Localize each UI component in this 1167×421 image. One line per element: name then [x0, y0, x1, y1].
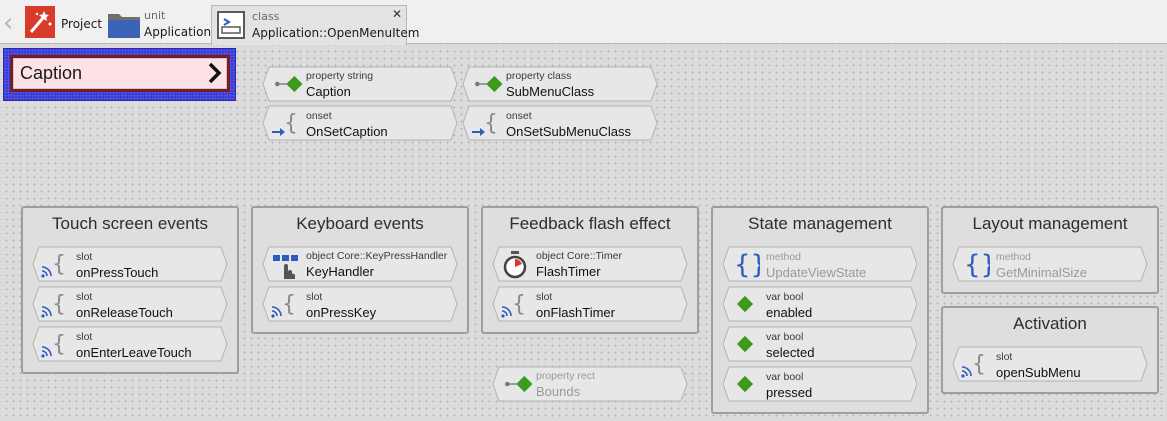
property-icon	[474, 75, 504, 93]
tab-unit[interactable]: unit Application	[106, 4, 212, 44]
slot-onenterleavetouch[interactable]: slot onEnterLeaveTouch	[32, 326, 228, 362]
class-icon	[217, 11, 245, 39]
folder-icon	[108, 14, 140, 38]
property-icon	[274, 75, 304, 93]
slot-icon	[268, 289, 298, 319]
close-icon[interactable]: ✕	[391, 7, 402, 21]
slot-onpresstouch[interactable]: slot onPressTouch	[32, 246, 228, 282]
group-title: Feedback flash effect	[509, 214, 671, 233]
slot-icon	[498, 289, 528, 319]
method-updateviewstate[interactable]: method UpdateViewState	[722, 246, 918, 282]
object-keyhandler[interactable]: object Core::KeyPressHandler KeyHandler	[262, 246, 458, 282]
group-title: Touch screen events	[52, 214, 208, 233]
caption-text: Caption	[20, 63, 83, 83]
slot-onpresskey[interactable]: slot onPressKey	[262, 286, 458, 322]
method-icon	[730, 249, 760, 279]
variable-icon	[736, 335, 754, 353]
slot-icon	[958, 349, 988, 379]
slot-icon	[38, 289, 68, 319]
slot-onflashtimer[interactable]: slot onFlashTimer	[492, 286, 688, 322]
slot-opensubmenu[interactable]: slot openSubMenu	[952, 346, 1148, 382]
var-enabled[interactable]: var bool enabled	[722, 286, 918, 322]
tab-project-label: Project	[61, 17, 103, 31]
variable-icon	[736, 375, 754, 393]
onset-caption[interactable]: onset OnSetCaption	[262, 105, 458, 141]
var-selected[interactable]: var bool selected	[722, 326, 918, 362]
group-title: State management	[748, 214, 892, 233]
onset-icon	[270, 108, 300, 138]
tab-unit-label: Application	[144, 25, 212, 39]
slot-icon	[38, 329, 68, 359]
property-bounds[interactable]: property rect Bounds	[492, 366, 688, 402]
var-pressed[interactable]: var bool pressed	[722, 366, 918, 402]
chevron-right-icon	[208, 62, 222, 84]
variable-icon	[736, 295, 754, 313]
key-press-handler-icon	[273, 255, 298, 279]
onset-submenuclass[interactable]: onset OnSetSubMenuClass	[462, 105, 658, 141]
object-flashtimer[interactable]: object Core::Timer FlashTimer	[492, 246, 688, 282]
back-arrow-icon[interactable]: ‹	[3, 8, 14, 38]
project-icon	[25, 6, 55, 38]
property-icon	[504, 375, 534, 393]
tab-class[interactable]: class Application::OpenMenuItem ✕	[211, 5, 419, 45]
tab-unit-kind: unit	[144, 9, 166, 22]
group-title: Activation	[1013, 314, 1087, 333]
caption-view[interactable]: Caption	[10, 55, 230, 92]
method-icon	[960, 249, 990, 279]
slot-onreleasetouch[interactable]: slot onReleaseTouch	[32, 286, 228, 322]
tab-bar: ‹ Project unit Application class Applica…	[0, 0, 1167, 45]
property-caption[interactable]: property string Caption	[262, 66, 458, 102]
group-title: Layout management	[972, 214, 1128, 233]
onset-icon	[470, 108, 500, 138]
group-title: Keyboard events	[296, 214, 424, 233]
tab-class-label: Application::OpenMenuItem	[252, 26, 420, 40]
tab-project[interactable]: Project	[22, 4, 106, 44]
property-submenuclass[interactable]: property class SubMenuClass	[462, 66, 658, 102]
tab-class-kind: class	[252, 10, 280, 23]
method-getminimalsize[interactable]: method GetMinimalSize	[952, 246, 1148, 282]
stopwatch-icon	[503, 251, 527, 279]
slot-icon	[38, 249, 68, 279]
